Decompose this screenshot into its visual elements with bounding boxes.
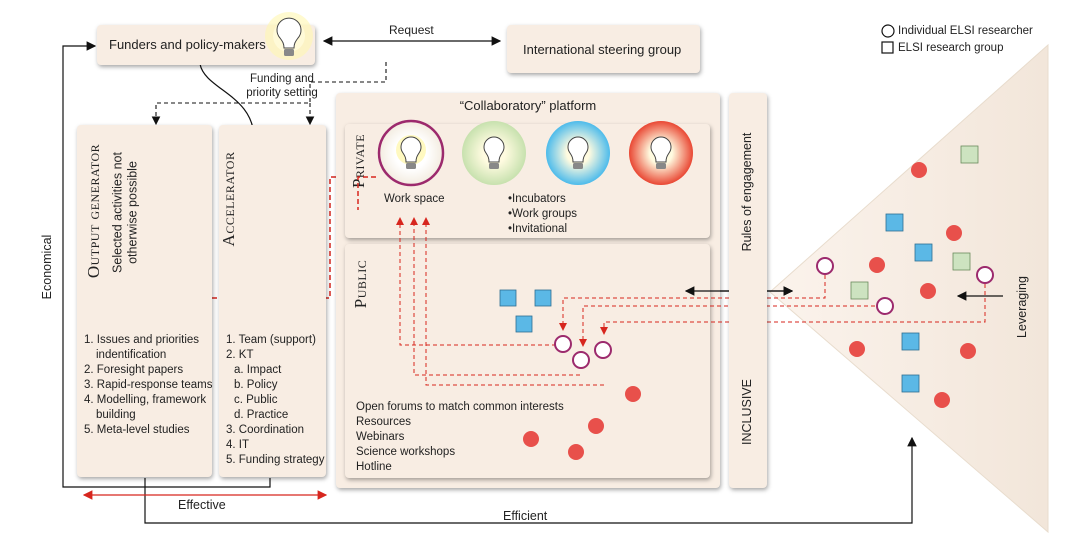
list-item: b. Policy bbox=[234, 379, 278, 391]
funders-label: Funders and policy-makers bbox=[109, 37, 266, 52]
list-item: 5. Meta-level studies bbox=[84, 424, 190, 436]
steering-group-label: International steering group bbox=[523, 42, 682, 57]
list-item: Resources bbox=[356, 416, 411, 428]
funding-label-line1: Funding and bbox=[250, 73, 314, 85]
request-label: Request bbox=[389, 23, 434, 37]
private-label: Private bbox=[349, 133, 368, 189]
list-item: 3. Rapid-response teams bbox=[84, 379, 213, 391]
list-item: 2. Foresight papers bbox=[84, 364, 184, 376]
list-item: 3. Coordination bbox=[226, 424, 304, 436]
output-generator-list: 1. Issues and priorities indentification… bbox=[84, 333, 212, 438]
private-bullet-2: •Work groups bbox=[508, 208, 578, 220]
output-generator-subtitle-2: otherwise possible bbox=[125, 161, 140, 264]
list-item: 1. Team (support) bbox=[226, 334, 316, 346]
efficient-arrow bbox=[144, 436, 917, 524]
list-item: Science workshops bbox=[356, 446, 456, 458]
list-item: building bbox=[96, 409, 136, 421]
output-generator-title: Output generator bbox=[84, 143, 103, 279]
steering-dashed-arrow bbox=[151, 62, 387, 126]
economical-label: Economical bbox=[40, 234, 54, 300]
leveraging-label: Leveraging bbox=[1015, 276, 1029, 338]
inclusive-label: INCLUSIVE bbox=[740, 379, 754, 445]
list-item: indentification bbox=[96, 349, 167, 361]
list-item: Open forums to match common interests bbox=[356, 401, 564, 413]
list-item: 2. KT bbox=[226, 349, 254, 361]
private-bullet-1: •Incubators bbox=[508, 193, 566, 205]
list-item: d. Practice bbox=[234, 409, 289, 421]
rules-of-engagement-label: Rules of engagement bbox=[740, 132, 754, 252]
legend-circle-label: Individual ELSI researcher bbox=[898, 25, 1033, 37]
public-label: Public bbox=[351, 259, 370, 309]
output-generator-box bbox=[77, 125, 212, 477]
list-item: 5. Funding strategy bbox=[226, 454, 325, 466]
list-item: c. Public bbox=[234, 394, 278, 406]
output-generator-subtitle-1: Selected activities not bbox=[110, 152, 125, 273]
accelerator-box bbox=[219, 125, 326, 477]
list-item: 4. IT bbox=[226, 439, 250, 451]
legend-square-label: ELSI research group bbox=[898, 42, 1004, 54]
list-item: Hotline bbox=[356, 461, 392, 473]
steering-group-box: International steering group bbox=[507, 25, 700, 73]
list-item: 1. Issues and priorities bbox=[84, 334, 200, 346]
accelerator-title: Accelerator bbox=[219, 151, 238, 247]
work-space-label: Work space bbox=[384, 193, 445, 205]
funders-box: Funders and policy-makers bbox=[97, 25, 315, 65]
side-panel bbox=[729, 93, 767, 488]
platform-title: “Collaboratory” platform bbox=[459, 98, 597, 113]
economical-arrow bbox=[62, 41, 271, 488]
list-item: 4. Modelling, framework bbox=[84, 394, 207, 406]
researcher-triangle bbox=[769, 43, 1049, 534]
effective-label: Effective bbox=[178, 498, 226, 512]
list-item: Webinars bbox=[356, 431, 405, 443]
efficient-label: Efficient bbox=[503, 509, 548, 523]
funding-label-line2: priority setting bbox=[246, 87, 318, 99]
list-item: a. Impact bbox=[234, 364, 282, 376]
public-list: Open forums to match common interests Re… bbox=[356, 400, 564, 475]
accelerator-list: 1. Team (support) 2. KT a. Impact b. Pol… bbox=[226, 333, 324, 468]
private-bullet-3: •Invitational bbox=[508, 223, 568, 235]
